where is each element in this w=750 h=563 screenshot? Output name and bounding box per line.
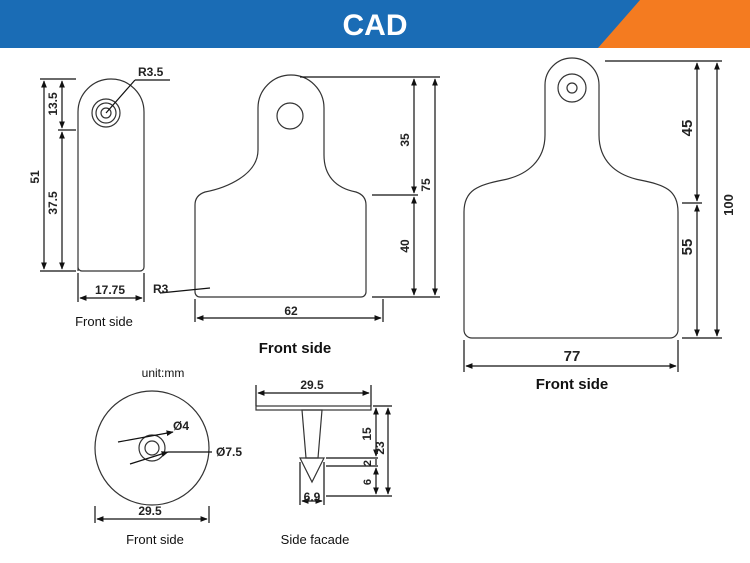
tag-b-radius-label: R3 — [153, 282, 169, 296]
tag-c-height-top: 45 — [679, 120, 696, 137]
side-facade — [255, 385, 392, 505]
tag-c-hole-inner — [566, 82, 578, 94]
button-width: 29.5 — [138, 504, 162, 518]
tag-a-hole-inner — [100, 107, 112, 119]
tag-a-height-bottom: 37.5 — [46, 191, 60, 215]
button-caption: Front side — [126, 532, 184, 547]
cad-banner: CAD — [0, 0, 750, 48]
tag-b-height-top: 35 — [398, 133, 412, 147]
side-caption: Side facade — [281, 532, 350, 547]
side-label-23: 23 — [373, 441, 387, 455]
tag-a-outline — [77, 78, 145, 272]
side-label-6: 6 — [362, 479, 374, 485]
tag-a-height-total: 51 — [28, 170, 42, 184]
button-ring — [138, 434, 166, 462]
tag-c-width: 77 — [564, 348, 581, 365]
unit-label: unit:mm — [142, 366, 185, 380]
button-outer-leader — [129, 451, 169, 465]
button-outer-disc — [94, 390, 210, 506]
tag-b-height-total: 75 — [419, 178, 433, 192]
tag-b-caption: Front side — [259, 340, 332, 357]
tag-a-caption: Front side — [75, 314, 133, 329]
button-hole — [144, 440, 160, 456]
tag-b-outline — [194, 74, 367, 298]
tag-a-hole-mid — [95, 102, 117, 124]
tag-b-radius-leader — [159, 287, 211, 294]
tag-c-caption: Front side — [536, 376, 609, 393]
tag-c-hole-outer — [557, 73, 587, 103]
tag-c-height-total: 100 — [721, 194, 736, 216]
tag-c — [463, 57, 722, 372]
button-outer-diameter: Ø7.5 — [216, 445, 242, 459]
tag-a-height-top: 13.5 — [46, 92, 60, 116]
side-label-15: 15 — [360, 427, 374, 441]
button-inner-leader — [117, 430, 174, 443]
side-label-2: 2 — [362, 460, 374, 466]
tag-a-hole-outer — [91, 98, 121, 128]
tag-c-height-bottom: 55 — [679, 239, 696, 256]
banner-title: CAD — [343, 9, 408, 42]
banner-orange — [598, 0, 750, 48]
tag-b-width: 62 — [284, 304, 298, 318]
tag-b-hole — [276, 102, 304, 130]
side-tip — [299, 457, 325, 484]
tag-b-height-bottom: 40 — [398, 239, 412, 253]
tag-b — [159, 74, 440, 322]
tag-a — [40, 78, 170, 302]
tag-a-radius-label: R3.5 — [138, 65, 164, 79]
side-top-width: 29.5 — [300, 378, 324, 392]
side-tip-width: 6.9 — [304, 490, 321, 504]
tag-a-width: 17.75 — [95, 283, 125, 297]
tag-a-radius-leader — [105, 79, 136, 114]
side-shaft — [301, 409, 323, 459]
button-inner-diameter: Ø4 — [173, 419, 189, 433]
tag-c-outline — [463, 57, 679, 339]
button-front — [94, 390, 212, 523]
